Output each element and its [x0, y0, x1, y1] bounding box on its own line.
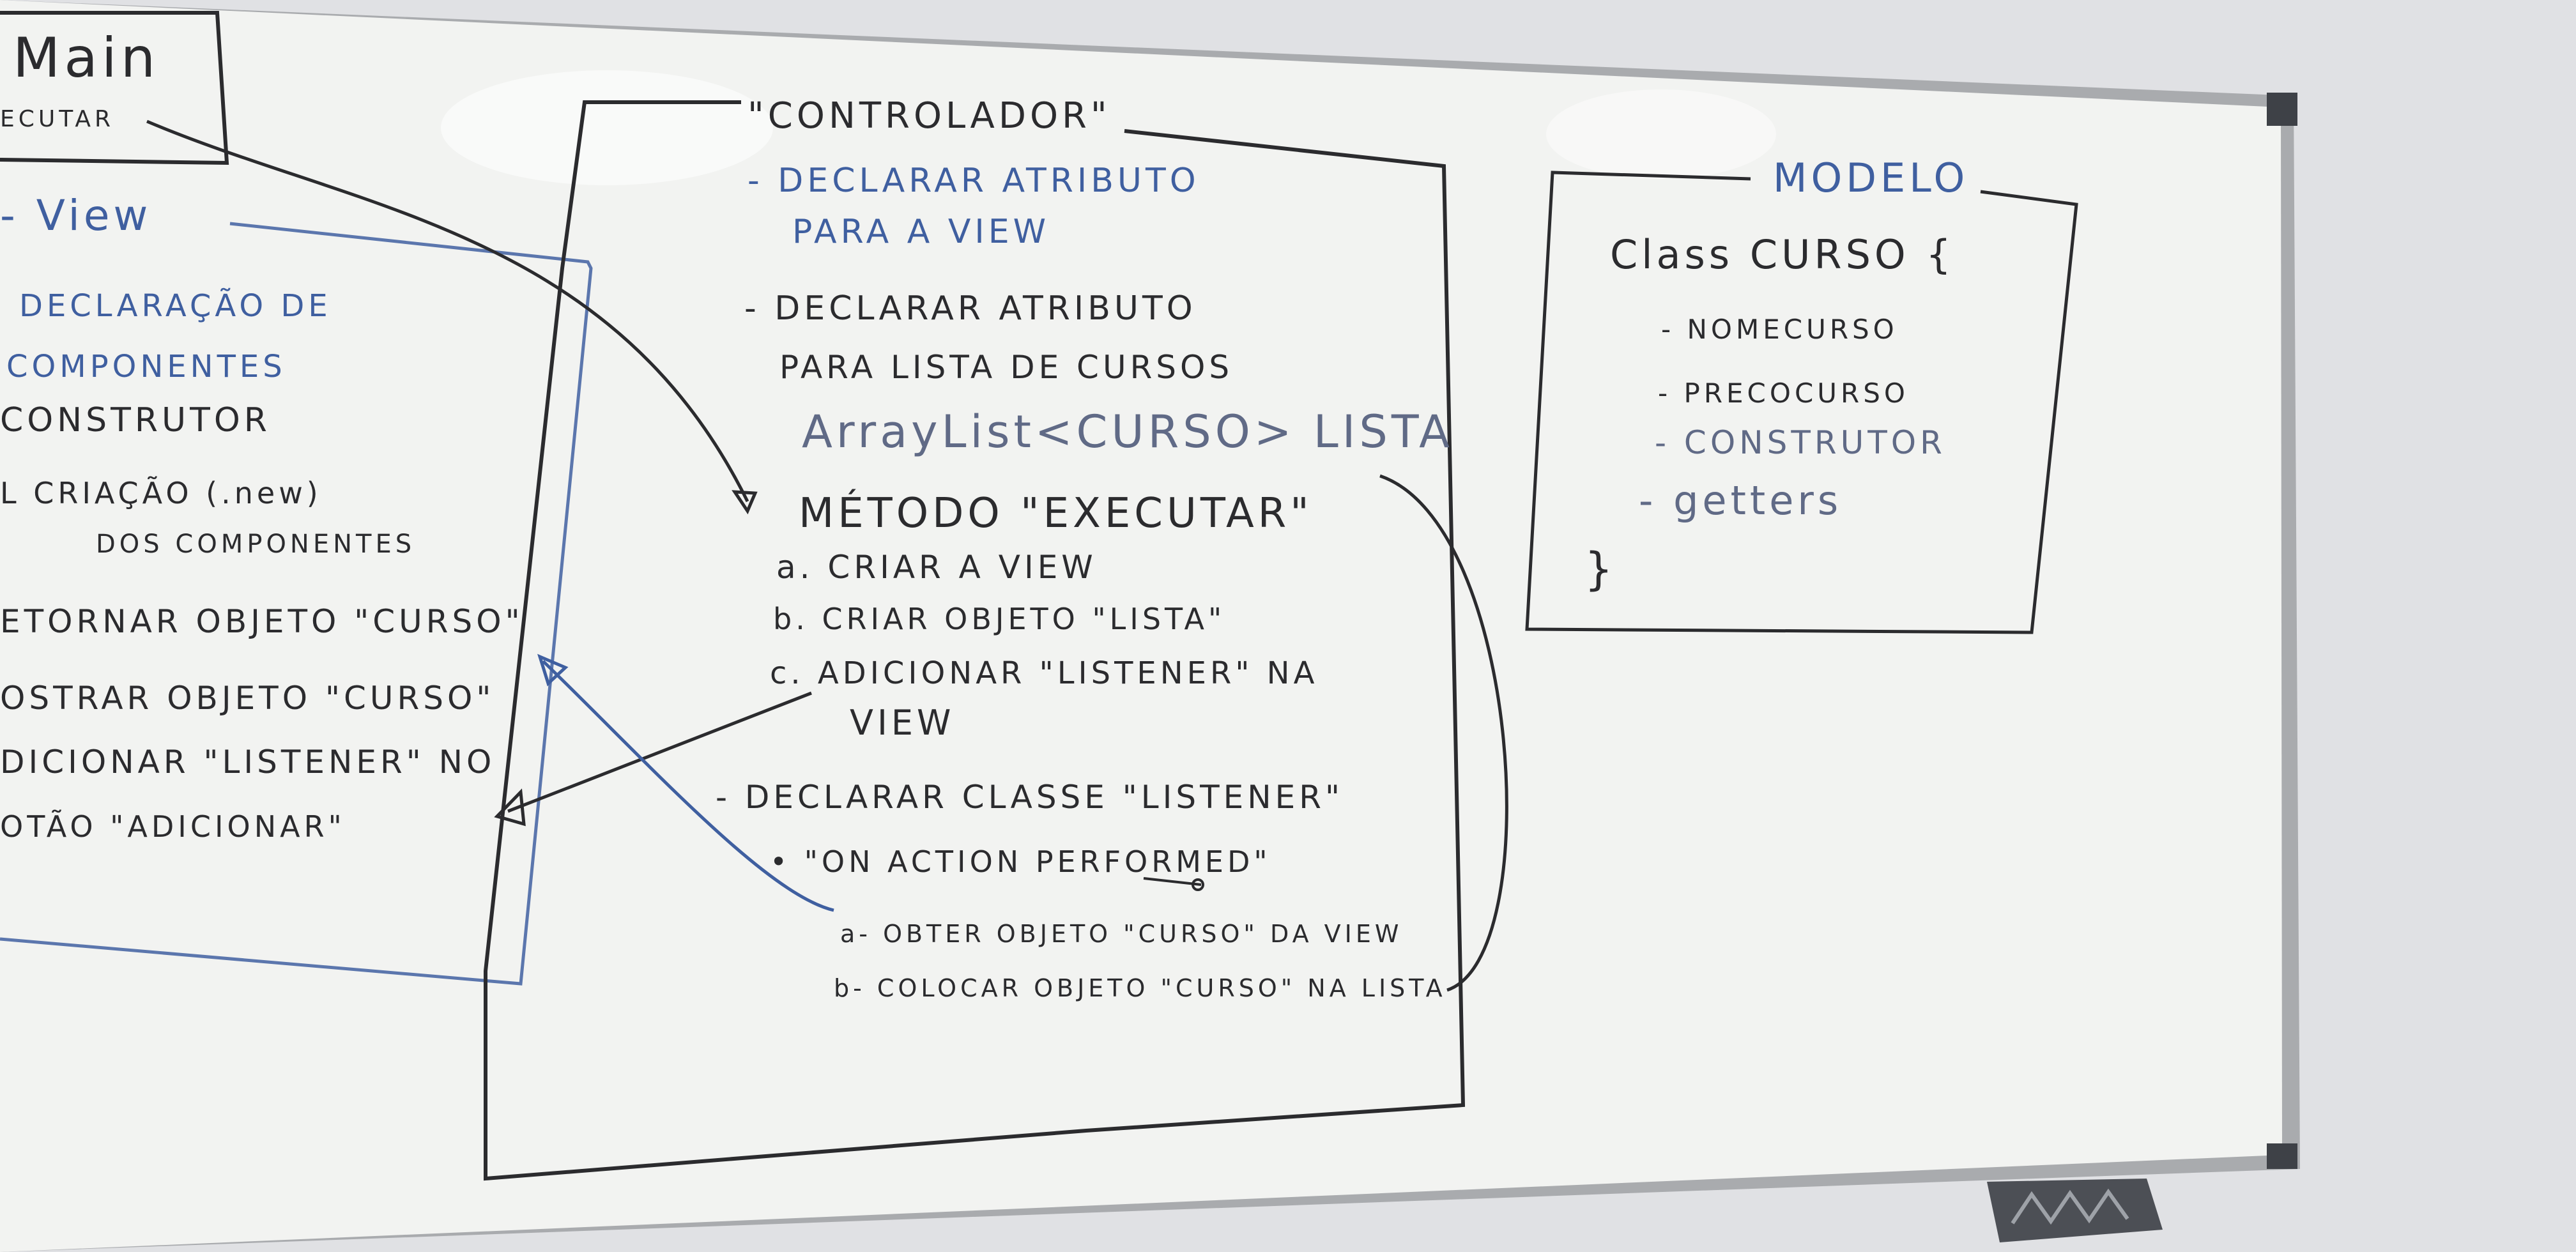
view-line-5: DOS COMPONENTES [96, 530, 415, 559]
controller-box-title: "CONTROLADOR" [747, 95, 1111, 137]
model-line-6: } [1584, 543, 1617, 595]
view-line-7: OSTRAR OBJETO "CURSO" [0, 680, 494, 717]
model-line-2: - NOMECURSO [1661, 314, 1898, 345]
model-line-5: - getters [1639, 477, 1842, 524]
controller-line-5: ArrayList<CURSO> LISTA [802, 406, 1453, 458]
arrow-action-performed-end [1192, 878, 1204, 891]
arrow-lista-loop [1379, 474, 1508, 992]
controller-line-3: - DECLARAR ATRIBUTO [744, 289, 1197, 328]
view-line-2: COMPONENTES [6, 349, 286, 385]
controller-line-9: c. ADICIONAR "LISTENER" NA [770, 655, 1318, 691]
controller-box-outline [484, 100, 1466, 1181]
view-line-3: CONSTRUTOR [0, 401, 271, 439]
arrow-action-performed [1143, 877, 1202, 886]
view-line-1: DECLARAÇÃO DE [19, 288, 332, 324]
marker-tray-ridges [2011, 1188, 2129, 1225]
view-box-outline [0, 222, 593, 986]
board-glare [441, 70, 773, 185]
view-line-8: DICIONAR "LISTENER" NO [0, 744, 495, 781]
board-glare-2 [1546, 89, 1776, 179]
view-box-title: - View [0, 191, 151, 240]
controller-line-10: VIEW [850, 703, 954, 743]
model-line-1: Class CURSO { [1610, 231, 1955, 278]
arrow-listener-to-view-head [494, 788, 526, 827]
controller-line-12: • "ON ACTION PERFORMED" [770, 844, 1271, 879]
whiteboard-surface [0, 0, 2282, 1252]
controller-line-6: MÉTODO "EXECUTAR" [799, 489, 1313, 537]
main-box-title: Main [13, 26, 159, 90]
controller-line-7: a. CRIAR A VIEW [776, 549, 1097, 586]
model-line-4: - CONSTRUTOR [1655, 424, 1946, 461]
model-box-title: MODELO [1773, 155, 1968, 201]
arrow-obter-to-view [542, 660, 834, 912]
controller-line-8: b. CRIAR OBJETO "LISTA" [773, 602, 1225, 636]
arrow-listener-to-view [507, 691, 812, 813]
controller-line-14: b- COLOCAR OBJETO "CURSO" NA LISTA [834, 974, 1446, 1002]
frame-corner-top-right [2267, 93, 2297, 126]
arrow-main-to-executar-head [732, 490, 758, 515]
controller-line-11: - DECLARAR CLASSE "LISTENER" [716, 779, 1344, 816]
main-box-item: ECUTAR [0, 106, 114, 132]
arrow-main-to-executar [146, 119, 749, 503]
view-line-4: L CRIAÇÃO (.new) [0, 476, 322, 510]
arrow-obter-to-view-head [537, 653, 569, 687]
main-box-outline [0, 11, 229, 165]
controller-line-13: a- OBTER OBJETO "CURSO" DA VIEW [840, 920, 1402, 948]
view-line-6: ETORNAR OBJETO "CURSO" [0, 603, 524, 640]
view-line-9: OTÃO "ADICIONAR" [0, 809, 346, 844]
model-box-outline [1525, 171, 2078, 634]
frame-corner-bottom-right [2267, 1143, 2297, 1169]
controller-line-2: PARA A VIEW [792, 213, 1050, 251]
controller-line-4: PARA LISTA DE CURSOS [779, 349, 1233, 386]
model-line-3: - PRECOCURSO [1658, 378, 1909, 409]
controller-line-1: - DECLARAR ATRIBUTO [747, 162, 1200, 200]
